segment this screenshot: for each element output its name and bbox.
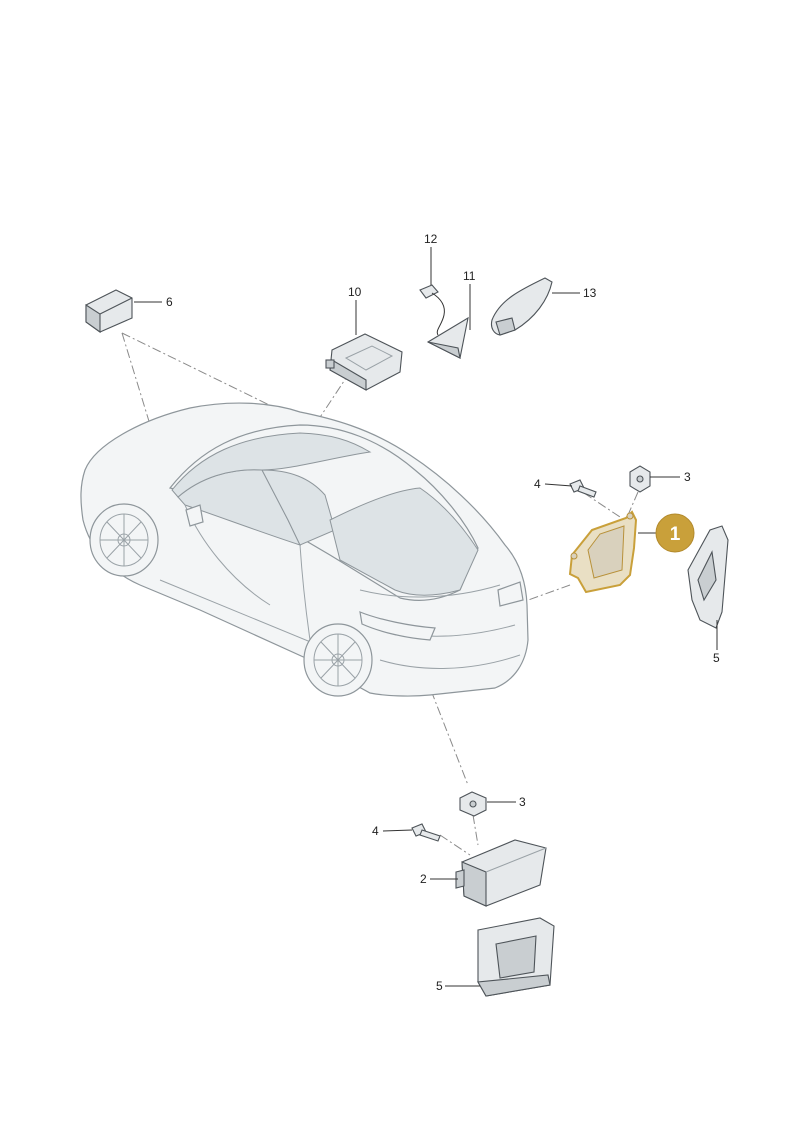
part-3-clip-upper	[629, 465, 651, 493]
callout-3-label-lower[interactable]: 3	[519, 795, 526, 809]
car-illustration	[80, 402, 529, 697]
part-1-highlighted-module	[568, 510, 638, 594]
callout-2-label[interactable]: 2	[420, 872, 427, 886]
callout-12-label[interactable]: 12	[424, 232, 438, 246]
callout-10-label[interactable]: 10	[348, 285, 362, 299]
callout-1-badge[interactable]	[655, 513, 695, 553]
callout-1-label[interactable]: 1	[670, 524, 681, 545]
part-4-bolt-upper	[569, 479, 597, 498]
part-2-control-module	[455, 839, 547, 907]
part-4-bolt-lower	[411, 823, 441, 842]
callout-labels: 1 2 3 3 4 4 5 5 6 10 11 12 13	[166, 232, 720, 993]
part-11-triangle-trim	[426, 316, 469, 359]
part-12-connector	[419, 284, 445, 336]
part-10-control-unit	[325, 333, 403, 391]
callout-3-label-upper[interactable]: 3	[684, 470, 691, 484]
callout-4-label-upper[interactable]: 4	[534, 477, 541, 491]
part-3-clip-lower	[459, 791, 487, 817]
callout-13-label[interactable]: 13	[583, 286, 597, 300]
callout-6-label[interactable]: 6	[166, 295, 173, 309]
part-6-sensor-block	[85, 289, 133, 334]
callout-4-label-lower[interactable]: 4	[372, 824, 379, 838]
rear-wheel	[303, 623, 373, 697]
leader-lines	[134, 247, 718, 987]
front-wheel	[89, 503, 159, 577]
part-5-bracket-lower	[477, 917, 555, 997]
callout-5-label-upper[interactable]: 5	[713, 651, 720, 665]
part-13-curved-panel	[490, 277, 553, 336]
callout-11-label[interactable]: 11	[463, 269, 476, 283]
callout-5-label-lower[interactable]: 5	[436, 979, 443, 993]
part-5-bracket-upper	[687, 525, 729, 629]
